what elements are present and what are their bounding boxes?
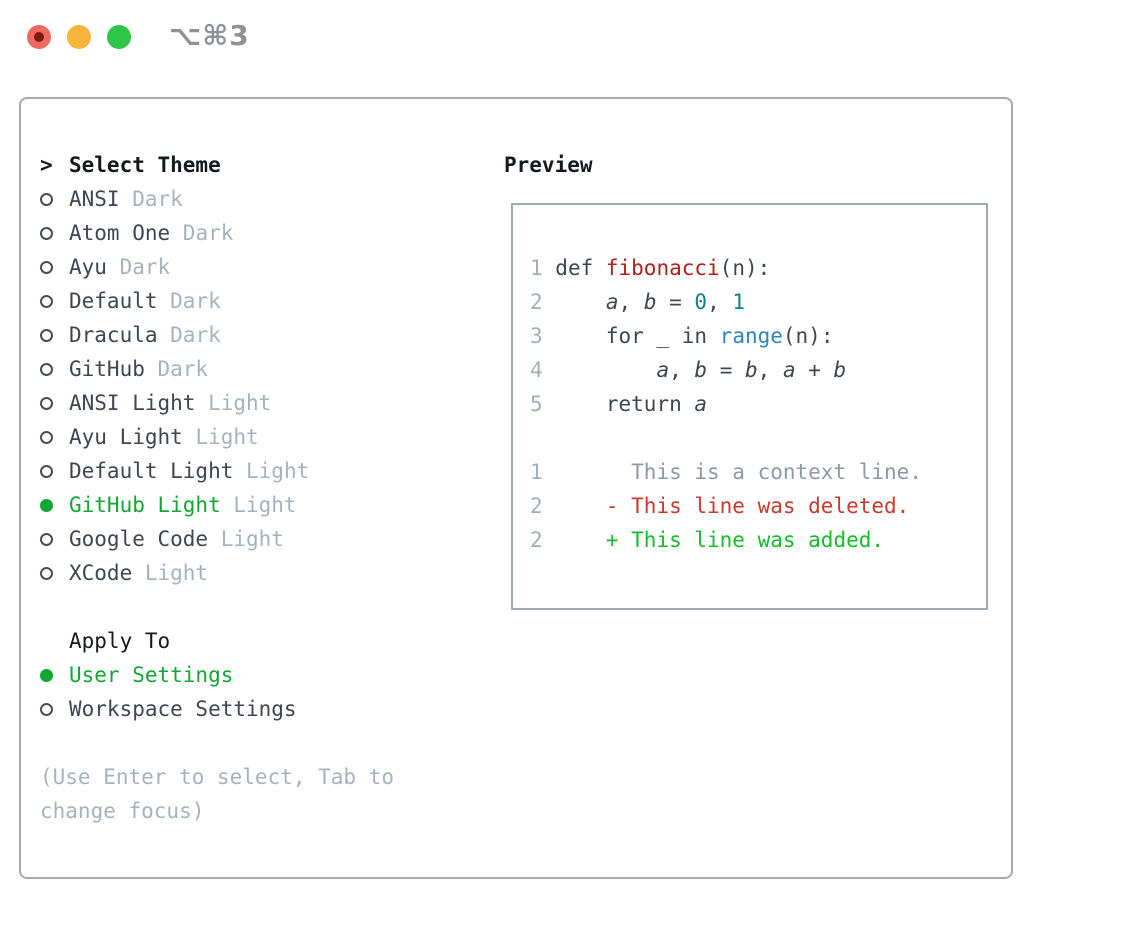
code-line: 4 a, b = b, a + b — [530, 358, 847, 382]
line-number: 1 — [530, 256, 543, 280]
radio-selected-icon — [40, 668, 53, 682]
option-label: Ayu — [69, 255, 107, 279]
option-variant: Dark — [157, 289, 221, 313]
line-number: 4 — [530, 358, 543, 382]
option-label: Dracula — [69, 323, 158, 347]
option-label: User Settings — [69, 663, 234, 687]
diff-deleted-line: 2 - This line was deleted. — [530, 494, 910, 518]
option-variant: Light — [220, 493, 297, 517]
theme-option[interactable]: Google Code Light — [40, 522, 394, 556]
apply-to-title: Apply To — [69, 629, 171, 653]
radio-unselected-icon — [40, 294, 53, 308]
theme-option[interactable]: GitHub Dark — [40, 352, 394, 386]
theme-option[interactable]: Atom One Dark — [40, 216, 394, 250]
radio-unselected-icon — [40, 362, 53, 376]
option-label: Default Light — [69, 459, 234, 483]
minimize-button[interactable] — [67, 25, 91, 49]
help-text-line-1: (Use Enter to select, Tab to — [40, 765, 395, 789]
option-variant: Dark — [157, 323, 221, 347]
line-number: 2 — [530, 494, 543, 518]
radio-unselected-icon — [40, 260, 53, 274]
preview-lines: 1 def fibonacci(n): 2 a, b = 0, 1 3 for _ … — [530, 251, 986, 557]
option-variant: Light — [233, 459, 310, 483]
preview-title: Preview — [504, 153, 593, 177]
diff-context-line: 1 This is a context line. — [530, 460, 922, 484]
code-line: 1 def fibonacci(n): — [530, 256, 771, 280]
option-variant: Light — [132, 561, 209, 585]
radio-unselected-icon — [40, 226, 53, 240]
option-variant: Dark — [170, 221, 234, 245]
code-line: 2 a, b = 0, 1 — [530, 290, 746, 314]
apply-to-option[interactable]: Workspace Settings — [40, 692, 394, 726]
radio-unselected-icon — [40, 328, 53, 342]
option-label: Workspace Settings — [69, 697, 297, 721]
help-text-line-2: change focus) — [40, 799, 205, 823]
theme-option[interactable]: Ayu Dark — [40, 250, 394, 284]
theme-option[interactable]: Ayu Light Light — [40, 420, 394, 454]
close-dot-icon — [34, 32, 44, 42]
option-label: GitHub Light — [69, 493, 221, 517]
option-label: Ayu Light — [69, 425, 183, 449]
diff-added-line: 2 + This line was added. — [530, 528, 885, 552]
option-label: GitHub — [69, 357, 145, 381]
radio-unselected-icon — [40, 192, 53, 206]
prompt-chevron-icon: > — [40, 153, 53, 177]
option-label: Atom One — [69, 221, 171, 245]
option-label: ANSI — [69, 187, 120, 211]
apply-to-option[interactable]: User Settings — [40, 658, 394, 692]
option-label: Default — [69, 289, 158, 313]
code-line: 3 for _ in range(n): — [530, 324, 834, 348]
radio-selected-icon — [40, 498, 53, 512]
select-theme-header: > Select Theme — [40, 148, 394, 182]
blank-line — [530, 421, 986, 455]
option-variant: Dark — [106, 255, 171, 279]
radio-unselected-icon — [40, 396, 53, 410]
traffic-lights — [27, 25, 131, 49]
radio-unselected-icon — [40, 566, 53, 580]
preview-pane: 1 def fibonacci(n): 2 a, b = 0, 1 3 for _ … — [511, 203, 988, 610]
window-title: ⌥⌘3 — [169, 19, 250, 52]
theme-option[interactable]: ANSI Light Light — [40, 386, 394, 420]
radio-unselected-icon — [40, 430, 53, 444]
option-variant: Light — [195, 391, 272, 415]
line-number: 3 — [530, 324, 543, 348]
close-button[interactable] — [27, 25, 51, 49]
option-variant: Dark — [119, 187, 183, 211]
option-variant: Dark — [144, 357, 209, 381]
line-number: 1 — [530, 460, 543, 484]
code-line: 5 return a — [530, 392, 708, 416]
option-label: ANSI Light — [69, 391, 196, 415]
theme-option[interactable]: GitHub Light Light — [40, 488, 394, 522]
select-theme-title: Select Theme — [69, 153, 221, 177]
line-number: 2 — [530, 290, 543, 314]
radio-unselected-icon — [40, 702, 53, 716]
option-label: Google Code — [69, 527, 209, 551]
line-number: 5 — [530, 392, 543, 416]
option-variant: Light — [182, 425, 259, 449]
theme-option[interactable]: Default Dark — [40, 284, 394, 318]
theme-option[interactable]: XCode Light — [40, 556, 394, 590]
spacer — [40, 726, 394, 760]
radio-unselected-icon — [40, 532, 53, 546]
option-variant: Light — [208, 527, 284, 551]
apply-to-header: Apply To — [40, 624, 394, 658]
zoom-button[interactable] — [107, 25, 131, 49]
theme-option[interactable]: Dracula Dark — [40, 318, 394, 352]
theme-option[interactable]: Default Light Light — [40, 454, 394, 488]
spacer — [40, 590, 394, 624]
line-number: 2 — [530, 528, 543, 552]
theme-option[interactable]: ANSI Dark — [40, 182, 394, 216]
option-label: XCode — [69, 561, 133, 585]
radio-unselected-icon — [40, 464, 53, 478]
